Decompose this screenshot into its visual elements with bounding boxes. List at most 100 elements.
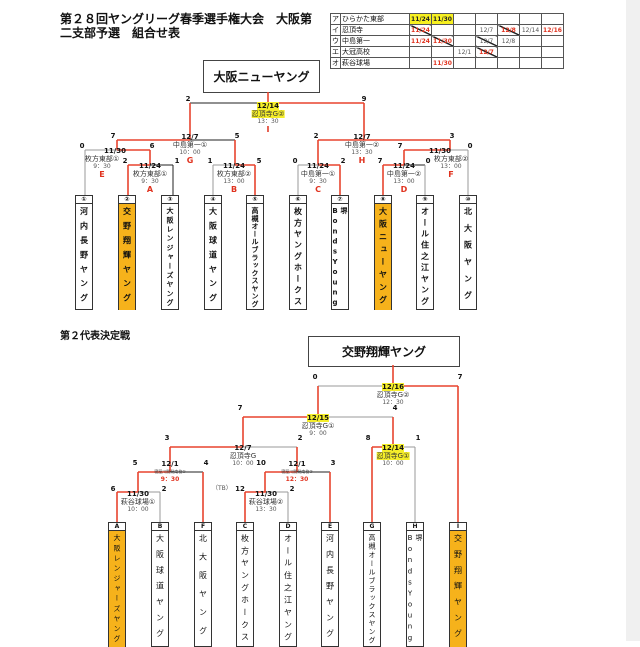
tiebreak-note: （TB） [212,485,232,492]
match-venue: 寝屋川開発南校② [281,469,313,474]
team-number: ④ [205,196,221,204]
match-time: 10：00 [382,460,404,467]
score-left: 3 [164,434,170,442]
bracket1-champion: 大阪ニューヤング [203,60,320,93]
team-name: 河内長野ヤング [79,207,89,308]
team-number: G [364,523,380,531]
team-name: 北大阪ヤング [198,534,208,645]
match-date: 11/30 [126,490,150,498]
match-time: 10：00 [127,506,149,513]
team-number: B [152,523,168,531]
match-date: 11/30 [254,490,278,498]
score-right: 3 [449,132,455,140]
match-date: 11/24 [306,162,330,170]
match-venue: 忍頂寺G② [376,391,410,399]
team-name: 大阪球道ヤング [208,207,218,308]
match-date: 12/7 [181,133,199,141]
match-code: A [146,185,154,194]
team-number: ⑨ [417,196,433,204]
match-time: 13：00 [440,163,462,170]
match-venue: 中島第一① [172,141,208,149]
team-number: F [195,523,211,531]
team-name: 交野翔輝ヤング [450,531,466,647]
match-date: 12/16 [381,383,405,391]
match-date: 11/24 [138,162,162,170]
score-right: 0 [467,142,473,150]
score-left: 5 [132,459,138,467]
team-number: C [237,523,253,531]
match-date: 12/14 [256,102,280,110]
match-venue: 萩谷球場② [248,498,284,506]
score-left: 12 [235,485,245,493]
match-time: 9：30 [309,178,327,185]
team-entry: ① 河内長野ヤング [75,195,93,310]
match-code: D [400,185,408,194]
score-left: 7 [397,142,403,150]
score-right: 1 [415,434,421,442]
match-time: 13：30 [255,506,277,513]
score-right: 0 [425,157,431,165]
team-number: ③ [162,196,178,204]
team-name: 堺BondsYoung [406,534,423,645]
scrollbar-track[interactable] [626,0,640,641]
score-right: 4 [203,459,209,467]
match-code: C [315,185,321,194]
score-right: 1 [174,157,180,165]
team-name: 枚方ヤングホークス [240,534,250,645]
match-date: 12/1 [288,460,306,468]
score-right: 3 [330,459,336,467]
team-name: 堺BondsYoung [331,207,348,309]
bracket2-champion: 交野翔輝ヤング [308,336,460,367]
match-time: 12：30 [285,476,309,483]
match-venue: 枚方東部① [84,155,120,163]
score-right: 2 [289,485,295,493]
score-left: 2 [313,132,319,140]
team-entry: ⑨ オール住之江ヤング [416,195,434,310]
match-time: 9：30 [141,178,159,185]
match-date: 11/30 [428,147,452,155]
score-right: 7 [457,373,463,381]
team-number: ⑥ [290,196,306,204]
match-venue: 枚方東部② [433,155,469,163]
team-number: ⑧ [375,196,391,204]
score-left: 8 [365,434,371,442]
team-number: ① [76,196,92,204]
match-venue: 忍頂寺G① [376,452,410,460]
score-left: 7 [110,132,116,140]
team-name: 北大阪ヤング [463,207,473,308]
schedule-date-cell: 12/7 [475,46,498,58]
score-right: 2 [161,485,167,493]
score-left: 0 [79,142,85,150]
team-name: 高槻オールブラックスヤング [251,207,259,308]
score-right: 5 [234,132,240,140]
team-name: 河内長野ヤング [325,534,335,645]
match-venue: 中島第一② [386,170,422,178]
match-time: 9：00 [309,430,327,437]
score-right: 4 [392,404,398,412]
team-name: オール住之江ヤング [420,207,430,308]
match-date: 12/7 [353,133,371,141]
page-title: 第２８回ヤングリーグ春季選手権大会 大阪第二支部予選 組合せ表 [60,12,313,40]
match-time: 9：30 [160,476,180,483]
match-time: 12：30 [382,399,404,406]
match-venue: 中島第一② [344,141,380,149]
match-date: 11/24 [392,162,416,170]
score-right: 5 [256,157,262,165]
match-code: B [230,185,238,194]
team-name: 大阪ニューヤング [375,204,391,310]
team-entry: C 枚方ヤングホークス [236,522,254,647]
team-entry: F 北大阪ヤング [194,522,212,647]
team-number: I [450,523,466,531]
match-time: 13：30 [257,118,279,125]
team-number: E [322,523,338,531]
